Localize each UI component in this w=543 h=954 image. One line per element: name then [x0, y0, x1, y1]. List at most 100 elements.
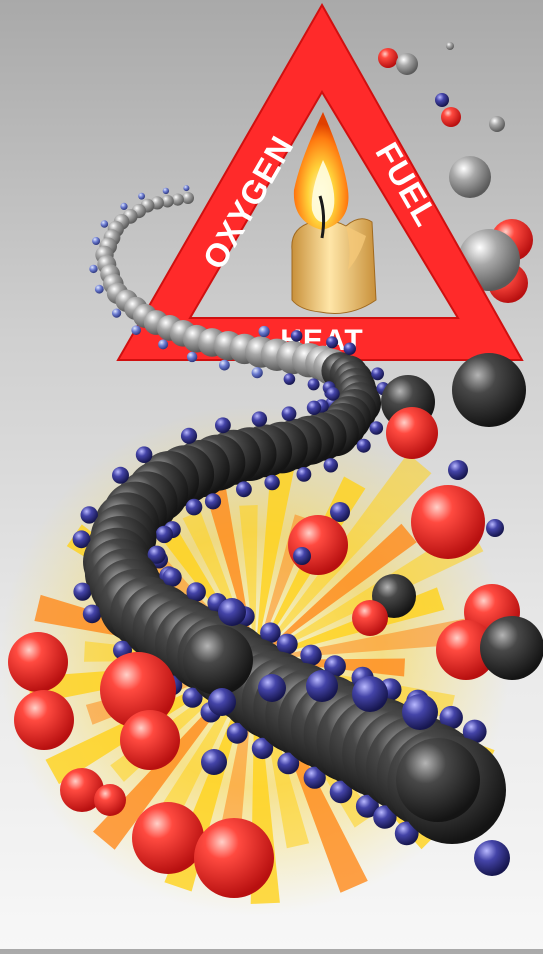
wax-drip: [346, 226, 366, 270]
hydrogen-sphere: [219, 359, 230, 371]
molecule-sphere-icon: [411, 485, 485, 559]
hydrogen-sphere: [182, 687, 203, 708]
molecule-sphere-icon: [208, 688, 236, 716]
hydrogen-sphere: [306, 400, 322, 415]
hydrogen-sphere: [283, 373, 296, 385]
molecule-sphere-icon: [8, 632, 68, 692]
molecule-sphere-icon: [258, 674, 286, 702]
hydrogen-sphere: [120, 202, 128, 210]
molecule-sphere-icon: [474, 840, 510, 876]
hydrogen-sphere: [326, 336, 339, 349]
molecule-sphere-icon: [436, 620, 496, 680]
candle-flame-icon: [291, 112, 377, 314]
hydrogen-sphere: [296, 467, 312, 482]
chain-atom-sphere: [161, 194, 174, 208]
molecule-sphere-icon: [452, 353, 526, 427]
hydrogen-sphere: [276, 633, 298, 655]
molecule-sphere-icon: [330, 502, 350, 522]
hydrogen-sphere: [112, 308, 122, 318]
molecule-sphere-icon: [352, 600, 388, 636]
hydrogen-sphere: [112, 466, 129, 484]
molecule-sphere-icon: [449, 156, 491, 198]
hydrogen-sphere: [131, 325, 141, 336]
hydrogen-sphere: [226, 722, 248, 744]
molecules-front: [8, 353, 543, 898]
hydrogen-sphere: [373, 805, 397, 829]
hydrogen-sphere: [277, 752, 300, 775]
molecule-sphere-icon: [60, 768, 104, 812]
hydrogen-sphere: [355, 794, 379, 818]
molecules-back: [378, 42, 533, 303]
molecule-sphere-icon: [352, 676, 388, 712]
hydrogen-sphere: [73, 582, 92, 601]
hydrogen-sphere: [264, 474, 280, 491]
hydrogen-sphere: [439, 705, 463, 730]
hydrogen-sphere: [236, 481, 252, 498]
hydrogen-sphere: [94, 284, 104, 294]
hydrogen-sphere: [92, 237, 101, 245]
hydrogen-sphere: [147, 545, 166, 564]
hydrogen-sphere: [215, 417, 231, 434]
hydrogen-sphere: [260, 622, 281, 643]
hydrogen-sphere: [300, 644, 322, 666]
molecule-sphere-icon: [218, 598, 246, 626]
hydrogen-sphere: [303, 766, 326, 789]
hydrogen-sphere: [329, 780, 353, 804]
hydrogen-sphere: [180, 427, 198, 444]
hydrogen-sphere: [82, 604, 102, 624]
hydrogen-sphere: [135, 446, 153, 464]
molecule-sphere-icon: [183, 625, 253, 695]
hydrogen-sphere: [186, 351, 198, 363]
hydrogen-sphere: [343, 342, 356, 355]
molecule-sphere-icon: [132, 802, 204, 874]
hydrogen-sphere: [155, 525, 173, 544]
molecule-sphere-icon: [94, 784, 126, 816]
hydrogen-sphere: [323, 458, 338, 473]
hydrogen-sphere: [307, 378, 320, 391]
molecule-sphere-icon: [480, 616, 543, 680]
hydrogen-sphere: [72, 530, 91, 549]
hydrogen-sphere: [158, 339, 169, 350]
chain-atom-sphere: [171, 193, 184, 206]
hydrogen-sphere: [186, 582, 206, 602]
hydrogen-sphere: [162, 187, 170, 195]
hydrogen-sphere: [281, 406, 297, 422]
hydrogen-sphere: [371, 367, 384, 381]
hydrogen-sphere: [324, 655, 346, 678]
molecule-sphere-icon: [396, 738, 480, 822]
molecule-sphere-icon: [306, 670, 338, 702]
burst-ray: [255, 523, 417, 660]
molecule-sphere-icon: [435, 93, 449, 107]
hydrogen-sphere: [356, 438, 371, 453]
molecule-sphere-icon: [486, 519, 504, 537]
molecule-sphere-icon: [448, 460, 468, 480]
hydrogen-sphere: [185, 498, 203, 516]
molecule-sphere-icon: [14, 690, 74, 750]
hydrogen-sphere: [80, 506, 98, 524]
hydrogen-sphere: [290, 330, 303, 342]
molecule-sphere-icon: [288, 515, 348, 575]
candle-body: [291, 218, 377, 314]
hydrogen-sphere: [251, 737, 274, 760]
hydrogen-sphere: [251, 367, 263, 379]
hydrogen-sphere: [138, 192, 146, 200]
hydrocarbon-chain: [72, 185, 506, 846]
molecule-sphere-icon: [489, 116, 505, 132]
burst-ray: [255, 452, 297, 660]
hydrogen-sphere: [183, 185, 190, 192]
molecule-sphere-icon: [201, 749, 227, 775]
molecule-sphere-icon: [378, 48, 398, 68]
wick: [318, 195, 326, 239]
hydrogen-sphere: [89, 264, 98, 274]
molecule-sphere-icon: [100, 652, 176, 728]
molecule-sphere-icon: [194, 818, 274, 898]
molecule-sphere-icon: [386, 407, 438, 459]
hydrogen-sphere: [204, 493, 222, 510]
hydrogen-sphere: [100, 220, 109, 228]
hydrogen-sphere: [251, 411, 268, 427]
molecule-sphere-icon: [402, 694, 438, 730]
molecule-sphere-icon: [441, 107, 461, 127]
hydrogen-sphere: [462, 719, 487, 744]
